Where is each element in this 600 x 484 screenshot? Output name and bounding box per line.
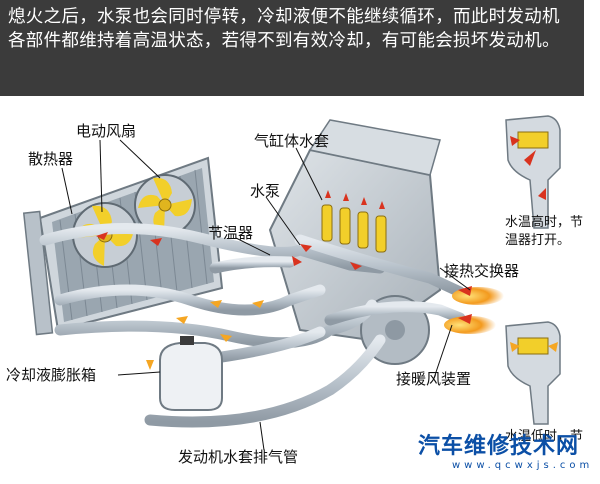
label-radiator: 散热器: [28, 150, 74, 168]
label-heat-exchanger: 接热交换器: [444, 262, 520, 280]
label-heater: 接暖风装置: [396, 370, 472, 388]
watermark-name: 汽车维修技术网: [418, 434, 580, 459]
coolant-pipes: [39, 222, 466, 428]
label-jacket-vent-pipe: 发动机水套排气管: [178, 448, 299, 466]
banner-text: 熄火之后，水泵也会同时停转，冷却液便不能继续循环，而此时发动机各部件都维持着高温…: [8, 7, 560, 51]
watermark: 汽车维修技术网 www.qcwxjs.com: [418, 434, 593, 472]
note-low-temperature: 水温低时，节: [505, 429, 584, 442]
label-water-pump: 水泵: [250, 182, 281, 200]
label-electric-fan: 电动风扇: [76, 122, 137, 140]
label-cylinder-water-jacket: 气缸体水套: [254, 132, 330, 150]
header-banner: 熄火之后，水泵也会同时停转，冷却液便不能继续循环，而此时发动机各部件都维持着高温…: [0, 0, 584, 96]
leader-lines: [61, 139, 471, 451]
label-thermostat: 节温器: [208, 224, 254, 242]
expansion-tank: [159, 336, 223, 411]
heat-glow: [444, 286, 504, 334]
flow-arrows: [96, 232, 362, 370]
note-high-temperature: 水温高时，节温器打开。: [505, 215, 584, 248]
watermark-url: www.qcwxjs.com: [452, 460, 594, 471]
label-expansion-tank: 冷却液膨胀箱: [6, 366, 97, 384]
thermostat-open-detail: [505, 115, 561, 229]
thermostat-closed-detail: [505, 321, 561, 425]
